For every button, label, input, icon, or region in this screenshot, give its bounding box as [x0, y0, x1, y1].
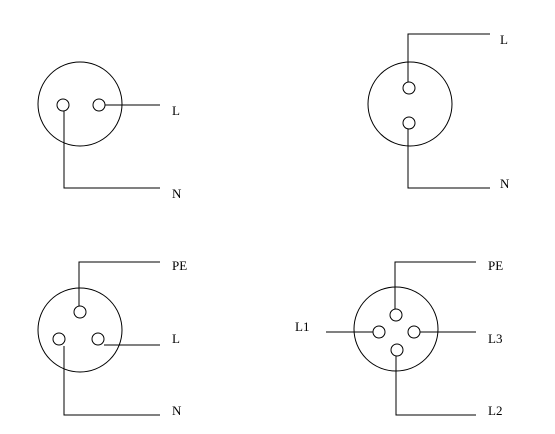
connector-body-outline [37, 287, 123, 373]
live-pin [91, 332, 105, 346]
earth-lead-line [394, 261, 476, 309]
line2-pin [390, 343, 404, 357]
line2-label: L2 [488, 403, 502, 418]
live-label: L [172, 331, 180, 346]
earth-label: PE [488, 258, 503, 273]
line1-pin [372, 325, 386, 339]
neutral-label: N [172, 186, 182, 201]
earth-pin [73, 305, 87, 319]
live-label: L [500, 32, 508, 47]
connector-two-pin-horizontal: L N [37, 61, 182, 201]
neutral-label: N [500, 176, 510, 191]
connector-body-outline [37, 61, 123, 147]
connector-two-pin-vertical: L N [367, 32, 510, 191]
live-pin [402, 81, 416, 95]
neutral-lead-line [407, 129, 490, 189]
live-label: L [172, 103, 180, 118]
line3-pin [407, 325, 421, 339]
connector-body-outline [367, 61, 453, 147]
earth-label: PE [172, 258, 187, 273]
neutral-lead-line [63, 111, 160, 189]
neutral-label: N [172, 403, 182, 418]
line3-label: L3 [488, 331, 502, 346]
live-pin [92, 98, 106, 112]
live-lead-line [407, 33, 490, 82]
connector-three-pin: PE L N [37, 258, 187, 418]
neutral-lead-line [63, 346, 160, 416]
neutral-pin [402, 116, 416, 130]
neutral-pin [52, 332, 66, 346]
neutral-pin [56, 98, 70, 112]
earth-lead-line [78, 261, 160, 306]
line2-lead-line [395, 356, 476, 416]
line1-label: L1 [295, 319, 309, 334]
connector-four-pin: PE L1 L3 L2 [295, 258, 503, 418]
earth-pin [389, 308, 403, 322]
